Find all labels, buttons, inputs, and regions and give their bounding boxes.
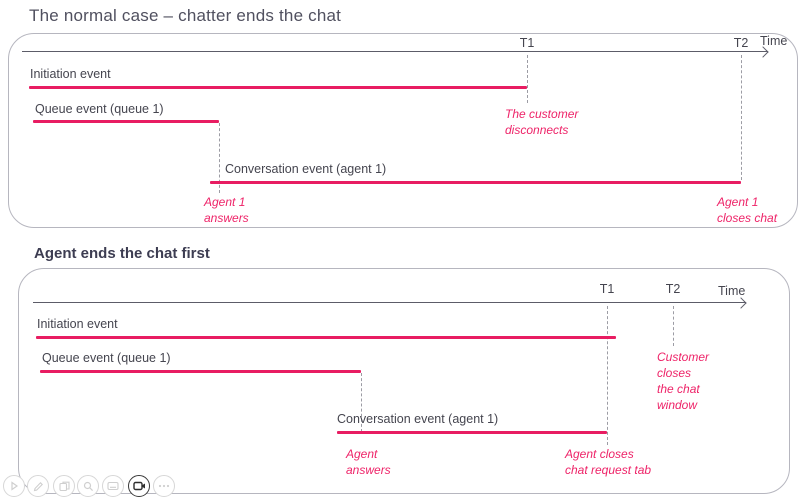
pencil-icon: [33, 481, 44, 492]
queue-to-conversation-dashed-line: [219, 123, 220, 193]
annotation-agent1-closes-chat: Agent 1 closes chat: [717, 195, 778, 225]
tick-t2: T2: [733, 36, 749, 50]
conversation-event-bar: [210, 181, 741, 184]
zoom-button[interactable]: [77, 475, 99, 497]
conversation-event-label: Conversation event (agent 1): [337, 412, 499, 426]
tick-t1: T1: [599, 282, 615, 296]
annotation-agent1-answers: Agent 1 answers: [204, 195, 249, 225]
t2-dashed-line: [741, 55, 742, 180]
play-button[interactable]: [3, 475, 25, 497]
t1-dashed-line: [607, 306, 608, 445]
initiation-event-bar: [29, 86, 527, 89]
more-button[interactable]: [153, 475, 175, 497]
queue-event-label: Queue event (queue 1): [42, 351, 171, 365]
play-icon: [9, 481, 19, 491]
conversation-event-label: Conversation event (agent 1): [225, 162, 387, 176]
edit-button[interactable]: [27, 475, 49, 497]
initiation-event-label: Initiation event: [30, 67, 111, 81]
t1-dashed-line: [527, 55, 528, 103]
conversation-event-bar: [337, 431, 607, 434]
video-camera-icon: [132, 481, 146, 491]
queue-to-conversation-dashed-line: [361, 373, 362, 432]
tick-t1: T1: [519, 36, 535, 50]
time-axis: [33, 302, 746, 303]
annotation-customer-closes-window: Customer closes the chat window: [657, 350, 710, 412]
magnifier-icon: [83, 481, 94, 492]
time-axis-label: Time: [718, 284, 746, 298]
tick-t2: T2: [665, 282, 681, 296]
keyboard-button[interactable]: [102, 475, 124, 497]
time-axis-label: Time: [760, 34, 788, 48]
section1-panel: [8, 33, 798, 228]
queue-event-label: Queue event (queue 1): [35, 102, 164, 116]
queue-event-bar: [40, 370, 361, 373]
keyboard-icon: [107, 481, 119, 491]
section1-title: The normal case – chatter ends the chat: [29, 6, 342, 25]
t2-dashed-line: [673, 306, 674, 346]
video-camera-button[interactable]: [128, 475, 150, 497]
annotation-agent-answers: Agent answers: [346, 447, 391, 477]
slides-icon: [58, 481, 70, 492]
section2-title: Agent ends the chat first: [34, 245, 210, 262]
annotation-customer-disconnects: The customer disconnects: [505, 107, 579, 137]
time-axis: [22, 51, 768, 52]
queue-event-bar: [33, 120, 219, 123]
section2-panel: [18, 268, 790, 494]
more-icon: [158, 484, 170, 488]
annotation-agent-closes-tab: Agent closes chat request tab: [565, 447, 652, 477]
slides-button[interactable]: [53, 475, 75, 497]
initiation-event-bar: [36, 336, 616, 339]
initiation-event-label: Initiation event: [37, 317, 118, 331]
